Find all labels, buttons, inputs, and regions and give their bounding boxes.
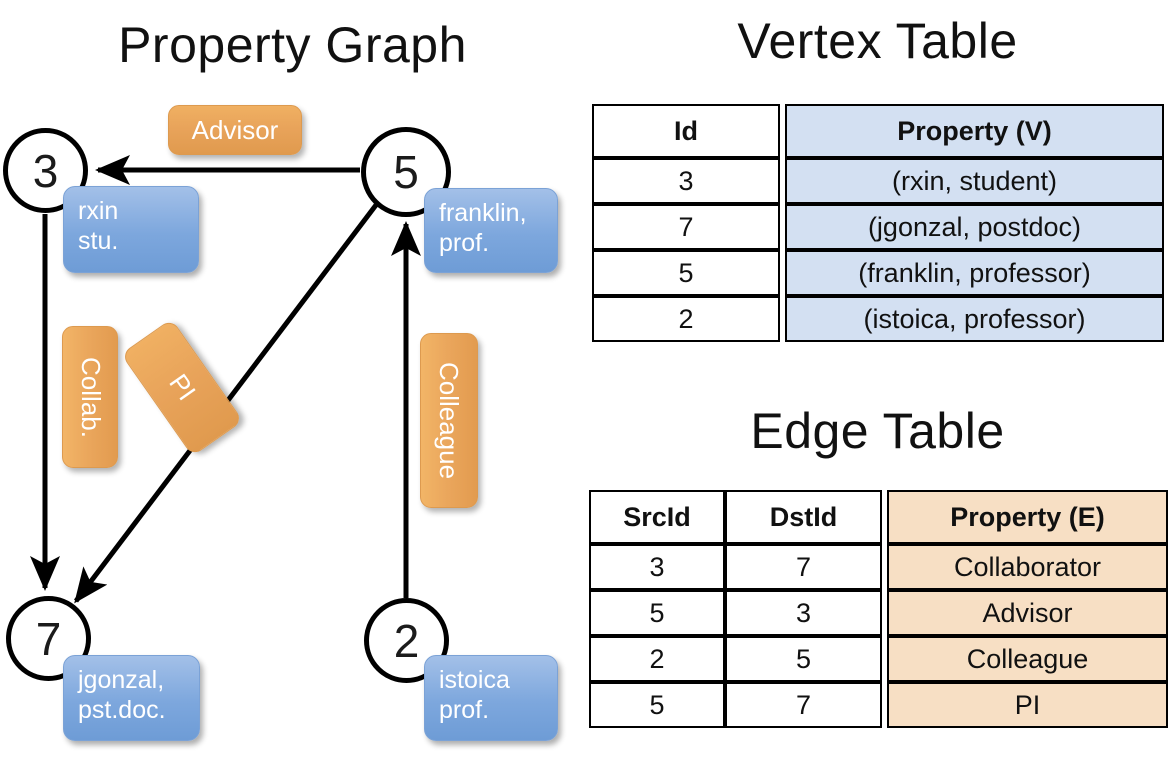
graph-node-3-label: 3 [32,144,59,197]
table-row[interactable]: 5 3 Advisor [589,590,1168,636]
vertex-property-rxin-line2: stu. [78,226,119,255]
vertex-table-header-id: Id [592,104,780,158]
graph-node-2-label: 2 [393,614,420,667]
edge-label-collab: Collab. [62,326,118,468]
edge-label-colleague-text: Colleague [434,361,465,480]
edge-label-advisor: Advisor [168,105,302,155]
edge-table: SrcId DstId Property (E) 3 7 Collaborato… [589,490,1168,728]
edge-table-cell-dstid: 5 [725,636,882,682]
vertex-property-box-rxin: rxin stu. [63,186,199,273]
property-graph-diagram: 3 5 7 2 rxin stu. franklin, prof. jgonza… [3,105,558,741]
vertex-table-header-property: Property (V) [785,104,1164,158]
table-row[interactable]: 3 (rxin, student) [592,158,1164,204]
edge-table-cell-dstid: 3 [725,590,882,636]
graph-node-5-label: 5 [393,146,419,198]
edge-table-cell-srcid: 2 [589,636,725,682]
edge-table-cell-property: Collaborator [887,544,1168,590]
graph-node-2[interactable]: 2 [364,598,449,683]
vertex-table-cell-id: 3 [592,158,780,204]
graph-node-5[interactable]: 5 [361,127,451,217]
vertex-property-jgonzal-line1: jgonzal, [78,666,165,694]
vertex-property-box-istoica: istoica prof. [424,655,558,741]
edge-table-header-srcid: SrcId [589,490,725,544]
vertex-table-cell-id: 2 [592,296,780,342]
edge-label-advisor-text: Advisor [191,114,279,145]
edge-label-collab-text: Collab. [75,356,106,438]
edge-table-cell-srcid: 5 [589,682,725,728]
table-row[interactable]: 2 (istoica, professor) [592,296,1164,342]
edge-table-header-row: SrcId DstId Property (E) [589,490,1168,544]
vertex-property-istoica-line2: prof. [439,695,490,724]
vertex-table-cell-property: (jgonzal, postdoc) [785,204,1164,250]
table-row[interactable]: 3 7 Collaborator [589,544,1168,590]
vertex-table-header-row: Id Property (V) [592,104,1164,158]
vertex-table-cell-property: (franklin, professor) [785,250,1164,296]
edge-label-colleague: Colleague [420,333,478,508]
vertex-table: Id Property (V) 3 (rxin, student) 7 (jgo… [592,104,1164,342]
page-title-property-graph: Property Graph [118,17,467,73]
edge-table-cell-dstid: 7 [725,544,882,590]
table-row[interactable]: 7 (jgonzal, postdoc) [592,204,1164,250]
vertex-table-cell-id: 7 [592,204,780,250]
edge-table-header-property: Property (E) [887,490,1168,544]
edge-table-cell-srcid: 5 [589,590,725,636]
vertex-property-jgonzal-line2: pst.doc. [78,695,166,724]
table-row[interactable]: 5 7 PI [589,682,1168,728]
edge-label-pi-text: PI [163,368,202,406]
table-row[interactable]: 2 5 Colleague [589,636,1168,682]
table-row[interactable]: 5 (franklin, professor) [592,250,1164,296]
page-title-vertex-table: Vertex Table [737,13,1018,69]
edge-table-cell-dstid: 7 [725,682,882,728]
vertex-property-franklin-line2: prof. [439,228,490,257]
vertex-property-box-franklin: franklin, prof. [424,188,558,273]
vertex-property-franklin-line1: franklin, [439,199,527,227]
edge-table-cell-property: Advisor [887,590,1168,636]
edge-table-cell-property: Colleague [887,636,1168,682]
vertex-table-cell-property: (rxin, student) [785,158,1164,204]
vertex-property-istoica-line1: istoica [439,666,510,694]
vertex-table-cell-property: (istoica, professor) [785,296,1164,342]
page-title-edge-table: Edge Table [750,403,1005,459]
vertex-property-rxin-line1: rxin [78,197,119,225]
graph-node-7-label: 7 [35,612,62,665]
edge-table-cell-property: PI [887,682,1168,728]
vertex-table-cell-id: 5 [592,250,780,296]
edge-table-header-dstid: DstId [725,490,882,544]
edge-table-cell-srcid: 3 [589,544,725,590]
vertex-property-box-jgonzal: jgonzal, pst.doc. [63,655,200,741]
